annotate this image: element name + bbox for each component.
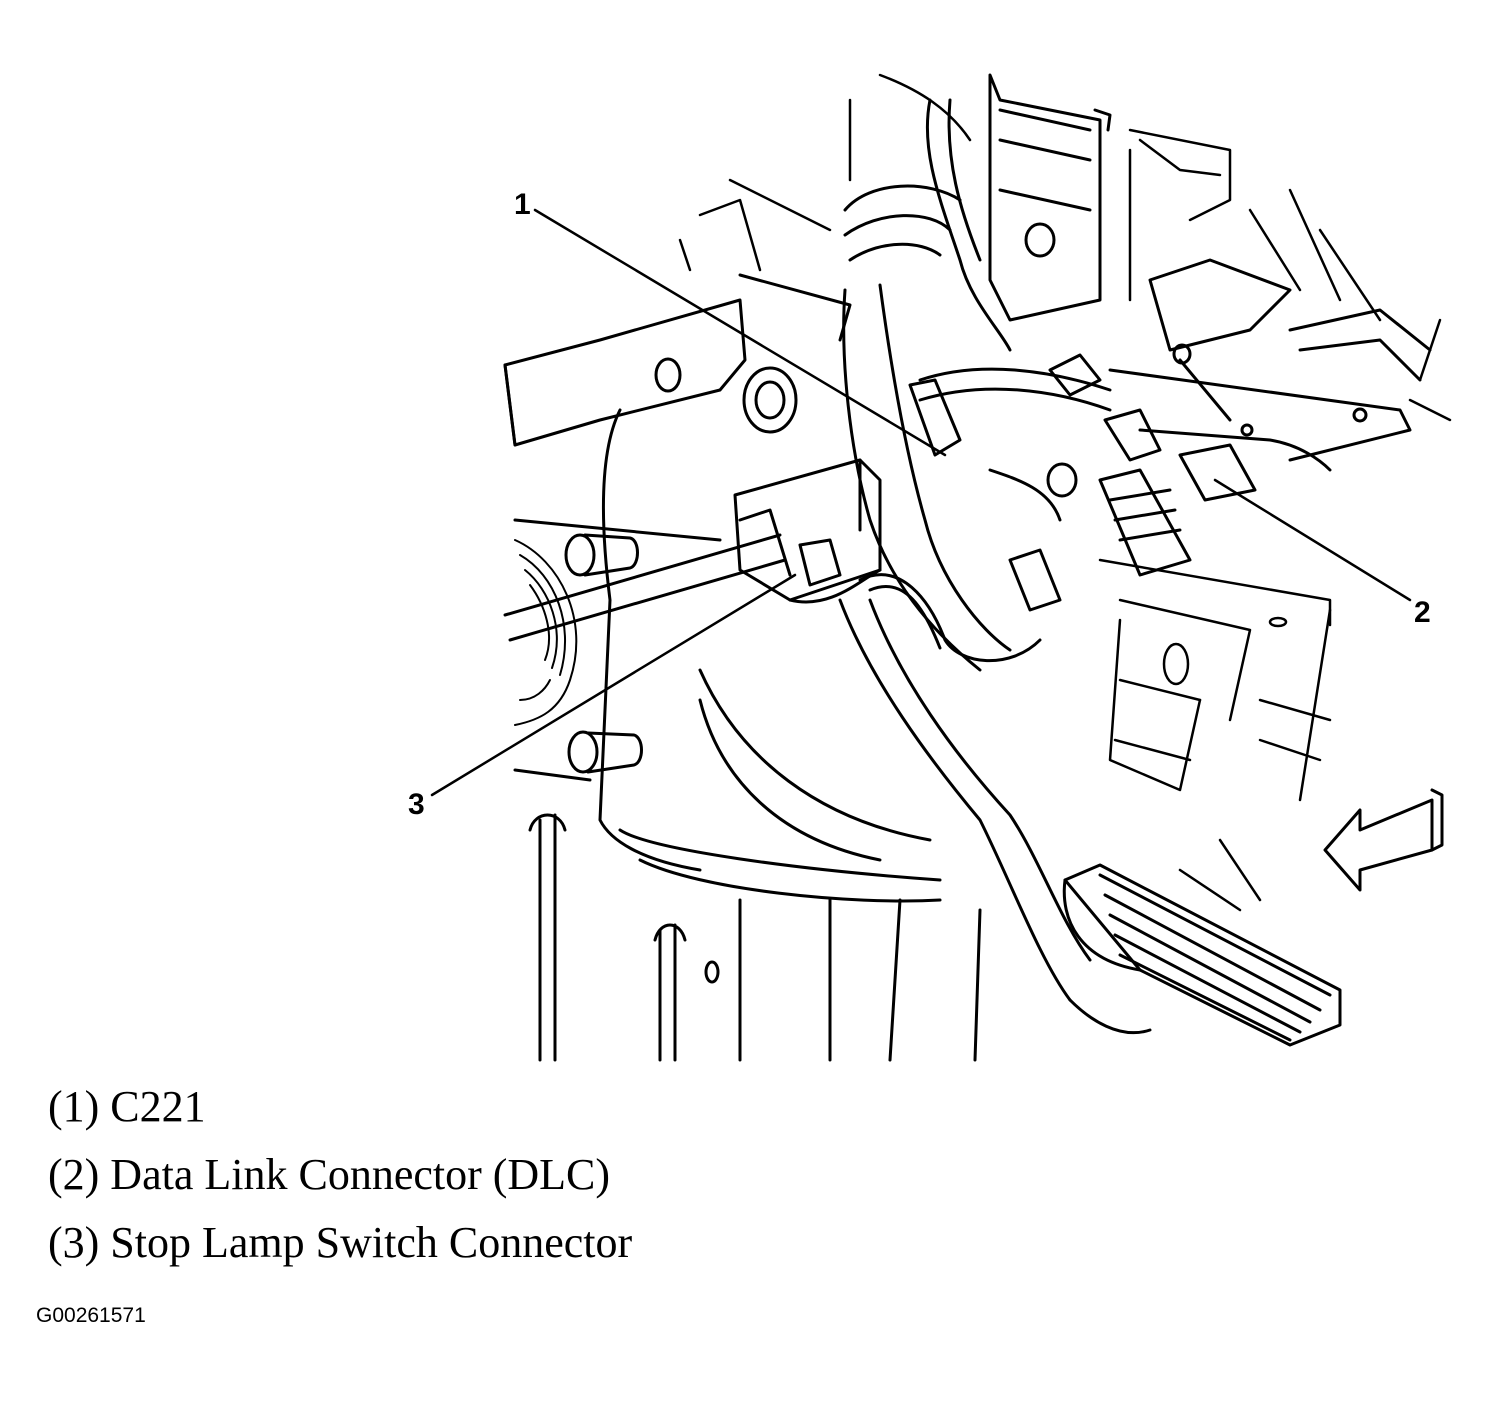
- under-dash-illustration: [430, 73, 1452, 1062]
- leader-lines: [430, 208, 1412, 797]
- callout-1: 1: [514, 188, 531, 221]
- leader-line-2: [1213, 478, 1412, 602]
- legend-item-stop-lamp: (3) Stop Lamp Switch Connector: [48, 1218, 633, 1267]
- callout-2: 2: [1414, 596, 1431, 629]
- callout-3: 3: [408, 788, 425, 821]
- leader-line-1: [533, 208, 947, 457]
- legend-item-c221: (1) C221: [48, 1082, 206, 1131]
- mounting-bracket: [503, 273, 852, 447]
- wiring-harness: [842, 73, 1432, 672]
- accelerator-pedal: [838, 598, 1342, 1047]
- pedal-bracket: [513, 408, 982, 1062]
- legend-item-dlc: (2) Data Link Connector (DLC): [48, 1150, 611, 1199]
- mounting-bolts: [564, 533, 643, 774]
- legend: (1) C221 (2) Data Link Connector (DLC) (…: [48, 1085, 632, 1289]
- dash-structure: [678, 73, 1452, 912]
- leader-line-3: [430, 573, 797, 797]
- left-circular-detail: [514, 539, 578, 726]
- figure-id: G00261571: [36, 1304, 146, 1327]
- forward-arrow-icon: [1323, 788, 1444, 892]
- stop-lamp-switch: [733, 458, 1042, 663]
